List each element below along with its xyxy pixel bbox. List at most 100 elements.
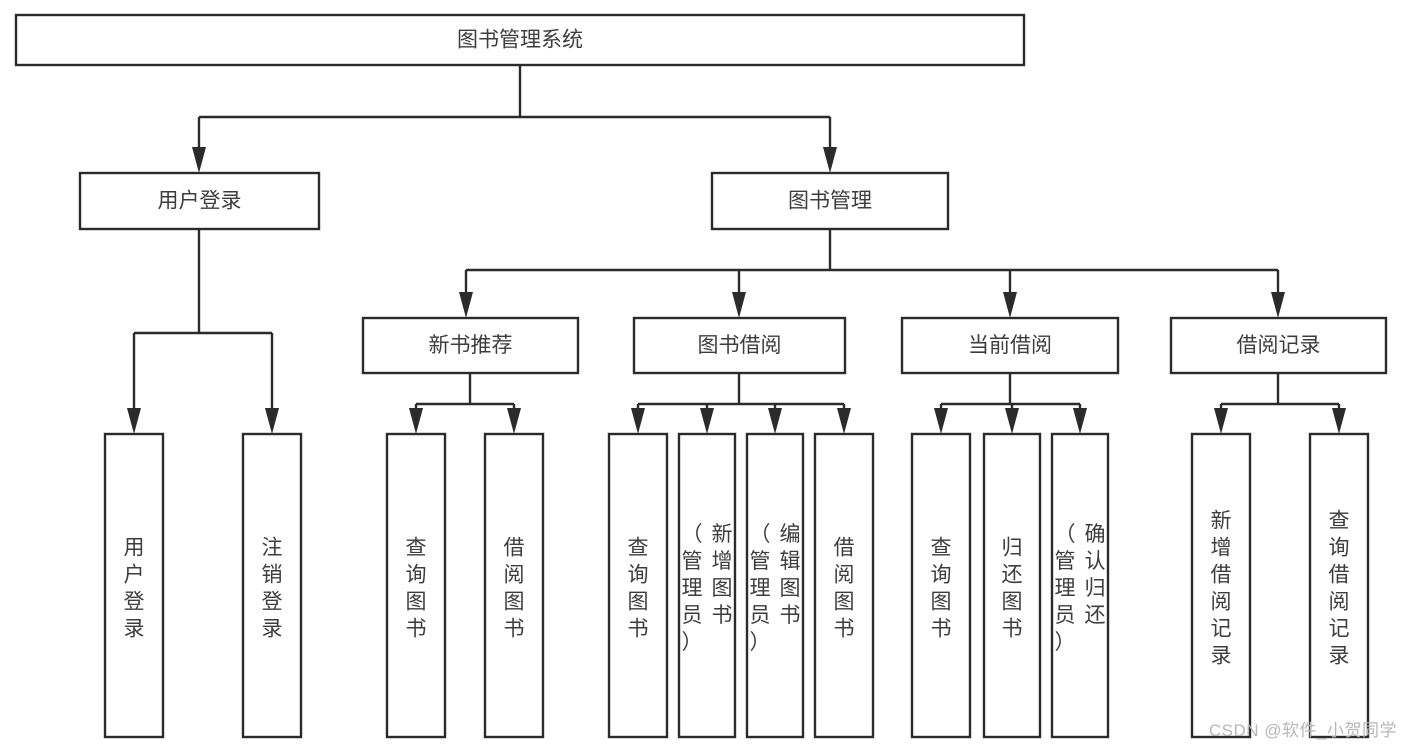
node-leaf-label-glyph: 询 — [406, 564, 427, 587]
node-leaf-label-glyph: 查 — [406, 537, 427, 560]
node-leaf-label-glyph: 确 — [1085, 523, 1106, 546]
node-level3-box[interactable] — [361, 316, 580, 375]
node-leaf-label-glyph: 理 — [682, 577, 703, 600]
node-leaf-label-glyph: 阅 — [834, 564, 855, 587]
node-leaf-box[interactable] — [1190, 432, 1252, 739]
node-leaf-label-glyph: 户 — [124, 564, 145, 587]
root-branch-0-arrowhead — [192, 147, 206, 173]
node-leaf-label-glyph: 增 — [712, 550, 733, 573]
node-leaf-label-glyph: 编 — [780, 523, 801, 546]
node-leaf-label-glyph: 图 — [628, 591, 649, 614]
node-leaf-label-glyph: （ — [1055, 523, 1076, 546]
manage-branch-0-arrowhead — [459, 292, 473, 318]
node-level2-0[interactable]: 用户登录 — [78, 171, 321, 231]
node-leaf-box[interactable] — [607, 432, 669, 739]
node-level2-box[interactable] — [710, 171, 950, 231]
node-leaf-label-glyph: 录 — [1329, 645, 1350, 668]
node-leaf-label-glyph: 图 — [834, 591, 855, 614]
login-branch-0-arrowhead — [127, 408, 141, 434]
node-leaf-box[interactable] — [677, 432, 737, 739]
node-leaf-label-glyph: 新 — [712, 523, 733, 546]
node-level2-1[interactable]: 图书管理 — [710, 171, 950, 231]
node-leaf-label-glyph: （ — [750, 523, 771, 546]
group-1-branch-2-arrowhead — [768, 408, 782, 434]
node-leaf-label-glyph: 书 — [834, 618, 855, 641]
node-level2-box[interactable] — [78, 171, 321, 231]
node-leaf-label-glyph: 注 — [262, 537, 283, 560]
node-leaf-box[interactable] — [982, 432, 1042, 739]
node-leaf-label-glyph: （ — [682, 523, 703, 546]
node-leaf-label-glyph: 借 — [1211, 564, 1232, 587]
node-leaf-label-glyph: ） — [750, 631, 771, 654]
node-leaf-label-glyph: 还 — [1002, 564, 1023, 587]
node-root-label: 图书管理系统 — [457, 29, 583, 52]
group-2-branch-0-arrowhead — [934, 408, 948, 434]
login-branch-1-arrowhead — [265, 408, 279, 434]
nodes-layer: 图书管理系统用户登录图书管理新书推荐图书借阅当前借阅借阅记录用户登录注销登录查询… — [14, 13, 1388, 739]
node-level2-label: 图书管理 — [788, 190, 872, 213]
node-level3-3[interactable]: 借阅记录 — [1169, 316, 1388, 375]
group-1-branch-0-arrowhead — [631, 408, 645, 434]
node-leaf-label-glyph: 借 — [1329, 564, 1350, 587]
node-leaf-label-glyph: 图 — [780, 577, 801, 600]
node-leaf-label-glyph: 销 — [262, 564, 283, 587]
node-leaf-label-glyph: ） — [682, 631, 703, 654]
node-leaf-label-glyph: 书 — [1002, 618, 1023, 641]
node-leaf-label-glyph: 用 — [124, 537, 145, 560]
node-leaf-label-glyph: 员 — [750, 604, 771, 627]
node-leaf-label-glyph: 登 — [124, 591, 145, 614]
node-leaf-label-glyph: 询 — [1329, 537, 1350, 560]
node-root-box[interactable] — [14, 13, 1026, 67]
group-0-branch-1-arrowhead — [507, 408, 521, 434]
node-leaf-label-glyph: 增 — [1211, 537, 1232, 560]
node-level3-label: 新书推荐 — [429, 334, 513, 357]
node-leaf-box[interactable] — [910, 432, 972, 739]
node-leaf-label-glyph: 查 — [628, 537, 649, 560]
node-leaf-label-glyph: 员 — [682, 604, 703, 627]
node-leaf-label-glyph: 询 — [931, 564, 952, 587]
node-leaf-label-glyph: 管 — [682, 550, 703, 573]
node-leaf-box[interactable] — [103, 432, 165, 739]
node-leaf-label-glyph: 借 — [504, 537, 525, 560]
node-leaf-label-glyph: 阅 — [1329, 591, 1350, 614]
node-leaf-box[interactable] — [1050, 432, 1110, 739]
node-level2-label: 用户登录 — [158, 190, 242, 213]
node-leaf-label-glyph: 图 — [504, 591, 525, 614]
node-level3-box[interactable] — [1169, 316, 1388, 375]
node-level3-2[interactable]: 当前借阅 — [900, 316, 1120, 375]
node-leaf-box[interactable] — [483, 432, 545, 739]
node-leaf-label-glyph: 询 — [628, 564, 649, 587]
node-level3-box[interactable] — [632, 316, 847, 375]
node-level3-1[interactable]: 图书借阅 — [632, 316, 847, 375]
node-leaf-box[interactable] — [1308, 432, 1370, 739]
node-leaf-box[interactable] — [385, 432, 447, 739]
group-2-branch-1-arrowhead — [1005, 408, 1019, 434]
node-leaf-label-glyph: 书 — [712, 604, 733, 627]
node-leaf-0[interactable]: 用户登录 — [103, 432, 165, 739]
group-0-branch-0-arrowhead — [409, 408, 423, 434]
node-leaf-box[interactable] — [745, 432, 805, 739]
node-leaf-label-glyph: 书 — [406, 618, 427, 641]
node-leaf-box[interactable] — [813, 432, 875, 739]
node-leaf-label-glyph: 记 — [1329, 618, 1350, 641]
node-level3-box[interactable] — [900, 316, 1120, 375]
node-leaf-box[interactable] — [241, 432, 303, 739]
node-root[interactable]: 图书管理系统 — [14, 13, 1026, 67]
node-leaf-label-glyph: 管 — [1055, 550, 1076, 573]
node-leaf-label-glyph: 理 — [750, 577, 771, 600]
group-3-branch-1-arrowhead — [1332, 408, 1346, 434]
node-level3-0[interactable]: 新书推荐 — [361, 316, 580, 375]
